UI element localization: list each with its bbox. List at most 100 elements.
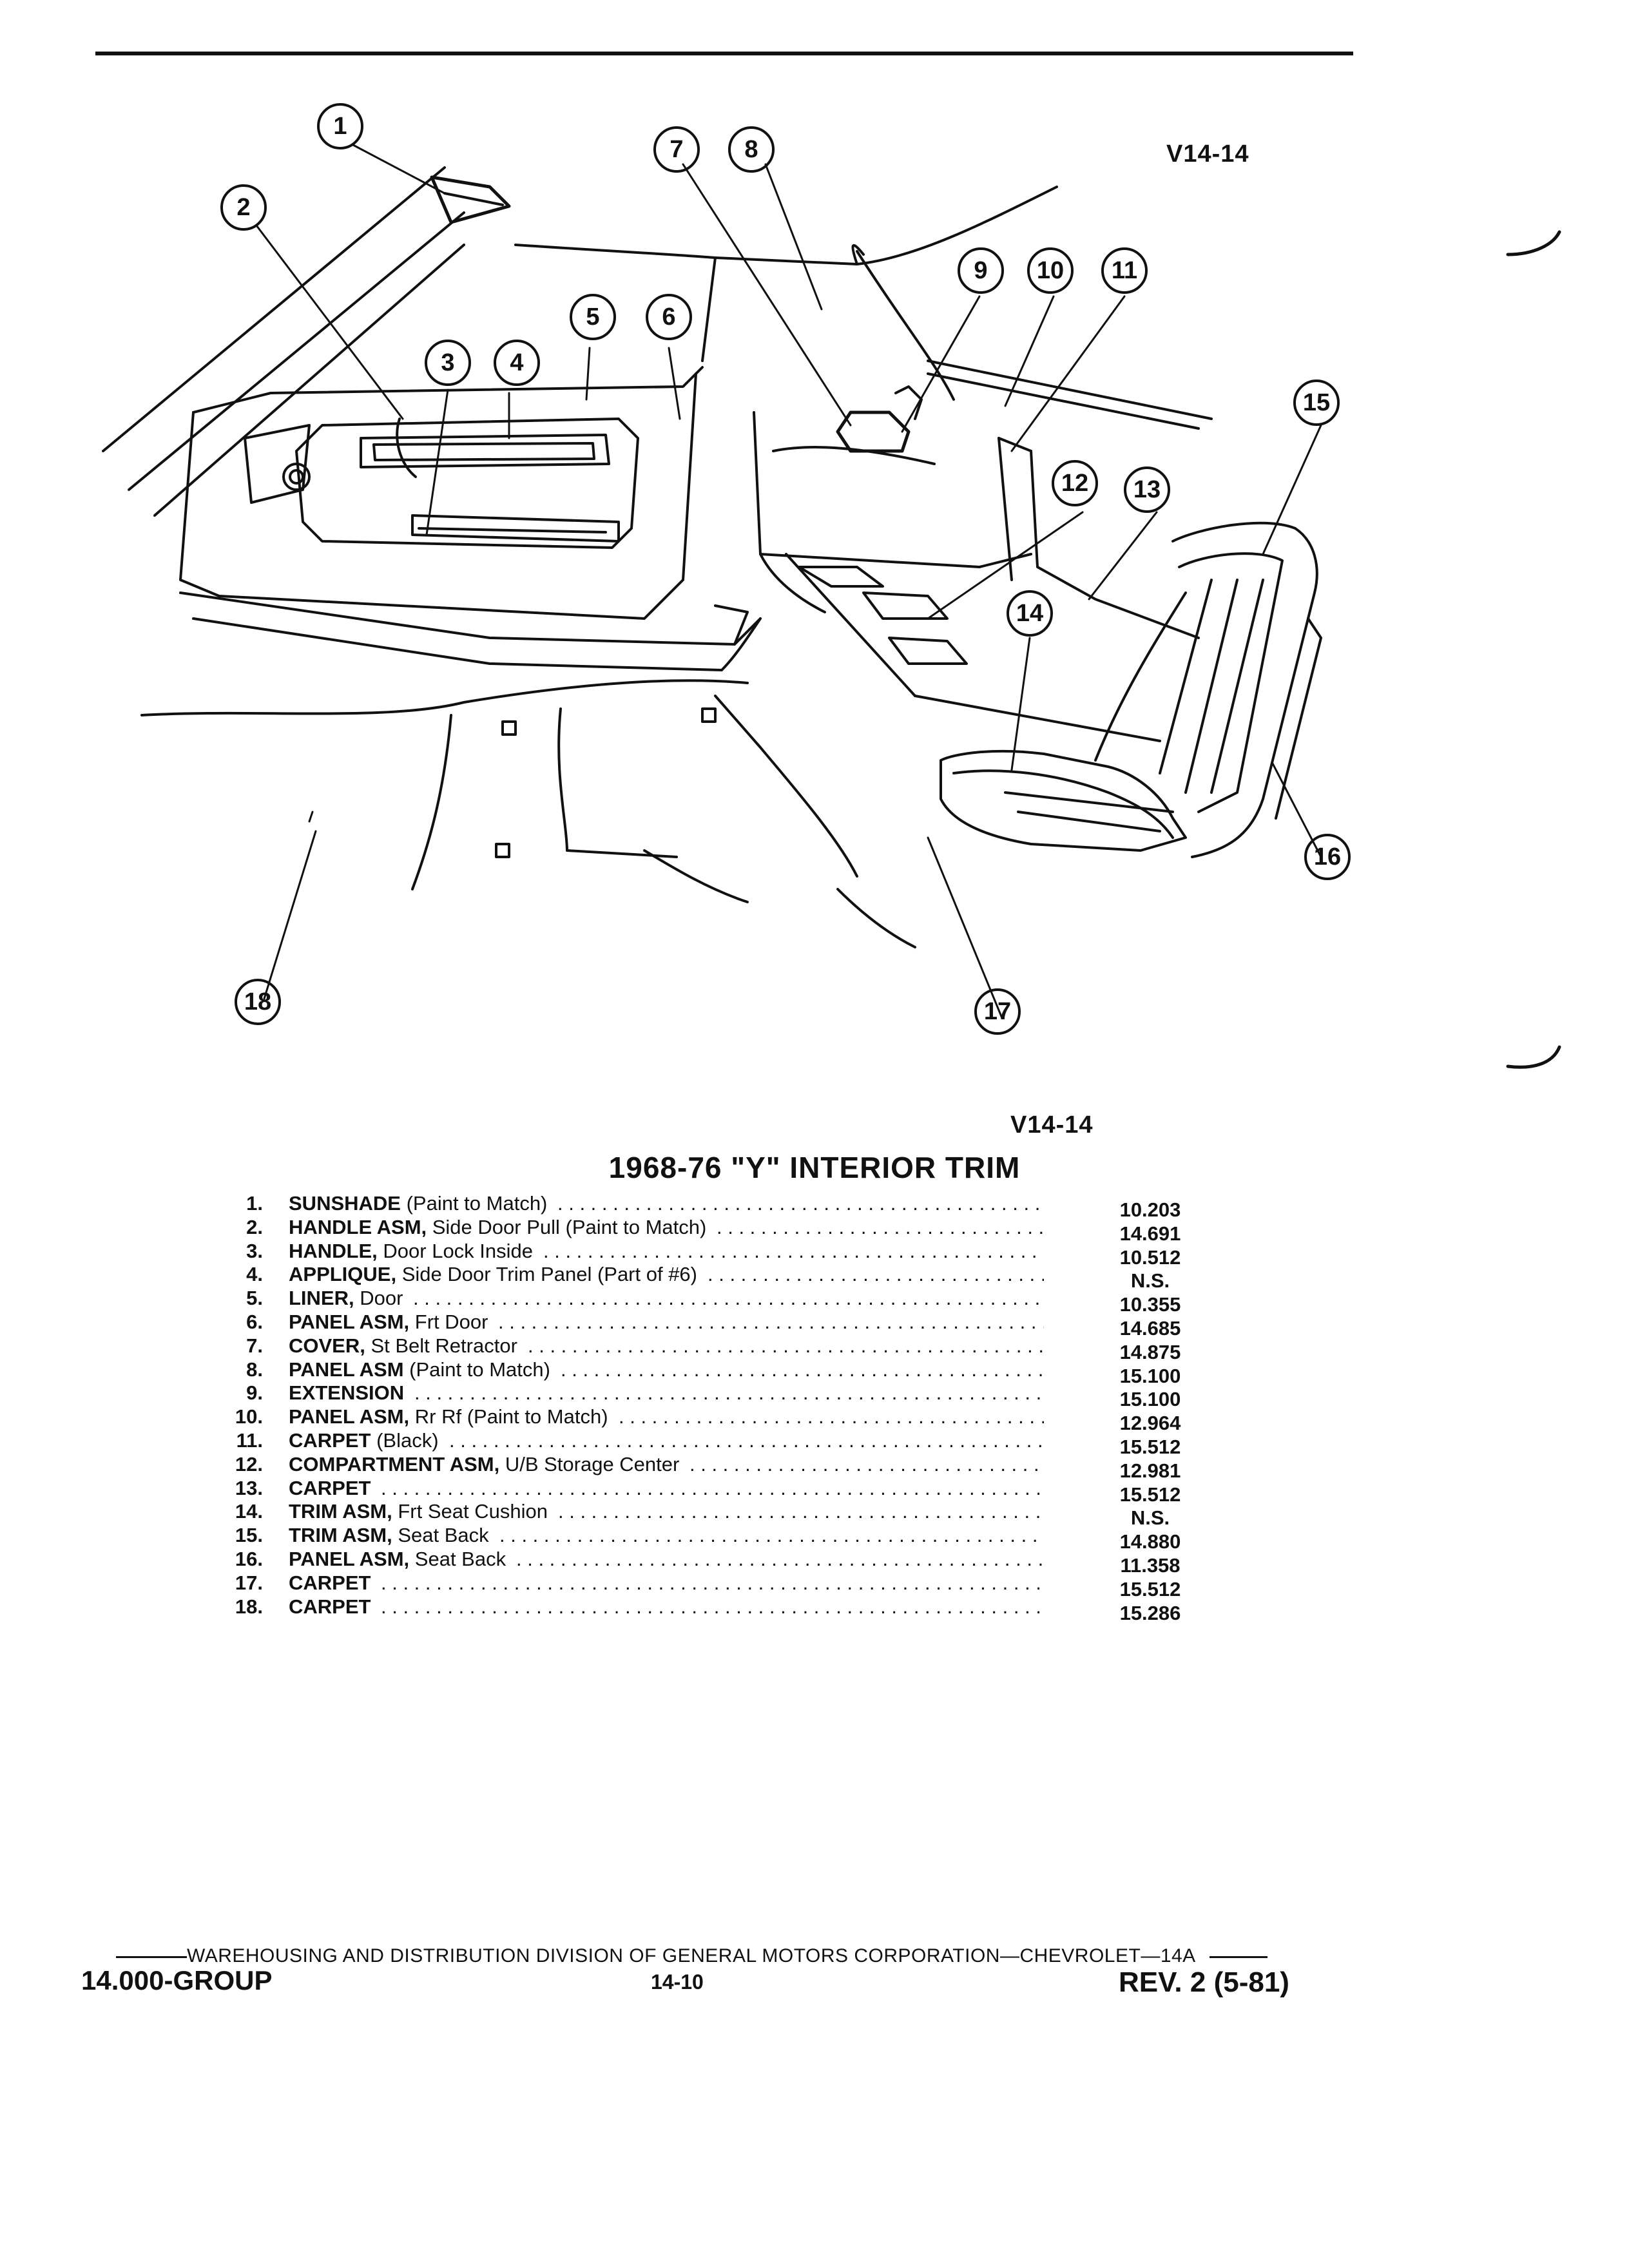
part-row: 10.PANEL ASM, Rr Rf (Paint to Match)12.9…: [219, 1405, 1199, 1434]
part-number: 15.: [235, 1524, 263, 1547]
part-row: 4.APPLIQUE, Side Door Trim Panel (Part o…: [219, 1263, 1199, 1292]
part-number: 8.: [246, 1358, 263, 1381]
callout-12: [1052, 460, 1098, 506]
part-description: PANEL ASM (Paint to Match): [289, 1358, 557, 1382]
sill-and-console: [140, 591, 858, 878]
part-number: 18.: [235, 1595, 263, 1618]
part-number: 2.: [246, 1215, 263, 1238]
figure-code-bottom: V14-14: [1010, 1111, 1094, 1139]
part-name: CARPET: [289, 1428, 371, 1452]
part-description: SUNSHADE (Paint to Match): [289, 1192, 554, 1216]
part-detail: Frt Door: [409, 1310, 488, 1333]
part-name: CARPET: [289, 1595, 371, 1618]
part-reference: 12.964: [1119, 1412, 1181, 1435]
part-reference: 15.286: [1119, 1601, 1181, 1624]
part-description: PANEL ASM, Seat Back: [289, 1547, 513, 1571]
part-reference: 14.875: [1119, 1340, 1181, 1363]
callout-label-2: 2: [236, 194, 250, 221]
part-reference: 12.981: [1119, 1459, 1181, 1482]
floor-carpet: [411, 707, 916, 948]
part-reference: 14.691: [1119, 1222, 1181, 1245]
dot-leader: [543, 1240, 1044, 1264]
part-name: PANEL ASM,: [289, 1547, 410, 1570]
part-name: PANEL ASM,: [289, 1310, 410, 1333]
part-description: HANDLE, Door Lock Inside: [289, 1239, 540, 1264]
callout-label-17: 17: [984, 998, 1011, 1025]
bucket-seat: [940, 521, 1322, 858]
callout-label-14: 14: [1016, 600, 1043, 627]
callout-1: [317, 103, 363, 149]
dot-leader: [499, 1524, 1044, 1548]
part-detail: Seat Back: [409, 1547, 506, 1570]
part-number: 14.: [235, 1500, 263, 1523]
part-reference: 15.512: [1119, 1577, 1181, 1600]
callout-15: [1293, 380, 1340, 426]
callout-label-15: 15: [1303, 389, 1330, 416]
interior-trim-illustration: V14-14: [102, 103, 1561, 1890]
callout-label-3: 3: [441, 349, 454, 376]
part-description: CARPET (Black): [289, 1428, 445, 1453]
part-reference: 15.512: [1119, 1483, 1181, 1506]
dot-leader: [558, 1500, 1044, 1524]
callout-markers: [220, 103, 1351, 1035]
part-description: PANEL ASM, Rr Rf (Paint to Match): [289, 1405, 615, 1429]
callout-label-1: 1: [333, 113, 347, 140]
dot-leader: [381, 1595, 1044, 1619]
callout-3: [425, 340, 471, 386]
parts-list: 1.SUNSHADE (Paint to Match)10.2032. HANDL…: [219, 1192, 1199, 1624]
dot-leader: [498, 1311, 1044, 1334]
part-row: 12.COMPARTMENT ASM, U/B Storage Center12…: [219, 1452, 1199, 1482]
part-detail: St Belt Retractor: [365, 1334, 517, 1357]
callout-label-11: 11: [1112, 257, 1137, 284]
dot-leader: [414, 1381, 1044, 1405]
callout-14: [1007, 590, 1053, 637]
part-row: 1.SUNSHADE (Paint to Match)10.203: [219, 1192, 1199, 1221]
part-name: CARPET: [289, 1571, 371, 1594]
roof-outline: [514, 186, 1213, 430]
part-name: PANEL ASM: [289, 1358, 404, 1381]
callout-16: [1304, 834, 1351, 880]
part-row: 18. CARPET 15.286: [219, 1595, 1199, 1624]
part-number: 12.: [235, 1452, 263, 1475]
part-reference: N.S.: [1130, 1269, 1170, 1293]
part-name: APPLIQUE,: [289, 1263, 397, 1286]
part-detail: Frt Seat Cushion: [392, 1500, 548, 1523]
dot-leader: [561, 1358, 1044, 1382]
dot-leader: [381, 1571, 1044, 1595]
part-reference: 15.100: [1119, 1388, 1181, 1411]
part-number: 11.: [236, 1428, 263, 1452]
part-description: COVER, St Belt Retractor: [289, 1334, 524, 1358]
rear-storage-compartment: [753, 385, 1200, 742]
footer-group: 14.000-GROUP: [81, 1965, 273, 1995]
part-description: HANDLE ASM, Side Door Pull (Paint to Mat…: [289, 1215, 713, 1240]
callout-13: [1124, 466, 1170, 513]
dot-leader: [528, 1334, 1044, 1358]
part-number: 5.: [246, 1287, 263, 1310]
callout-2: [220, 184, 267, 231]
part-reference: 15.100: [1119, 1364, 1181, 1387]
callout-label-8: 8: [744, 136, 758, 163]
part-number: 6.: [246, 1310, 263, 1333]
part-name: HANDLE ASM,: [289, 1215, 427, 1238]
part-reference: 14.880: [1119, 1530, 1181, 1553]
part-number: 3.: [246, 1239, 263, 1262]
callout-8: [728, 126, 775, 173]
part-number: 9.: [246, 1381, 263, 1405]
part-name: TRIM ASM,: [289, 1500, 392, 1523]
footer-division: WAREHOUSING AND DISTRIBUTION DIVISION OF…: [187, 1945, 1195, 1966]
callout-6: [646, 294, 692, 340]
part-name: LINER,: [289, 1287, 354, 1310]
part-name: TRIM ASM,: [289, 1524, 392, 1547]
callout-17: [974, 988, 1021, 1035]
part-number: 16.: [235, 1547, 263, 1570]
dot-leader: [717, 1216, 1044, 1240]
callout-9: [958, 247, 1004, 294]
dot-leader: [381, 1477, 1044, 1501]
callout-label-13: 13: [1133, 476, 1161, 503]
footer-dash-right: [1209, 1956, 1268, 1958]
